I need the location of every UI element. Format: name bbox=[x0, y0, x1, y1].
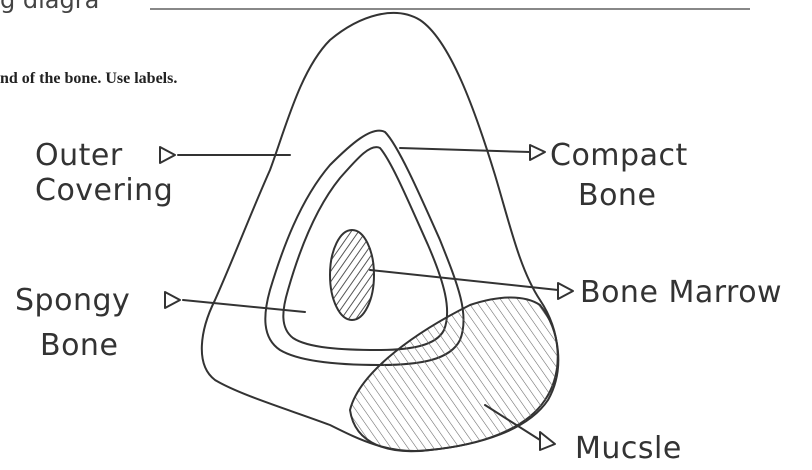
spongy-bone-arrowhead bbox=[165, 292, 180, 308]
muscle-arrowhead bbox=[540, 432, 555, 450]
spongy-bone-pointer-line bbox=[183, 300, 305, 312]
outer-covering-arrowhead bbox=[160, 147, 175, 163]
muscle-label: Mucsle bbox=[575, 431, 682, 466]
outer-covering-label-line2: Covering bbox=[35, 173, 173, 208]
bone-marrow-label: Bone Marrow bbox=[580, 275, 782, 310]
bone-marrow-arrowhead bbox=[558, 283, 573, 299]
bone-marrow-shape bbox=[330, 230, 374, 320]
compact-bone-label-line1: Compact bbox=[550, 138, 688, 173]
compact-bone-label-line2: Bone bbox=[578, 178, 656, 213]
muscle-shape bbox=[350, 298, 558, 452]
compact-bone-pointer-line bbox=[400, 148, 530, 152]
spongy-bone-label-line1: Spongy bbox=[15, 283, 130, 318]
compact-bone-arrowhead bbox=[530, 145, 545, 160]
spongy-bone-label-line2: Bone bbox=[40, 328, 118, 363]
outer-covering-label-line1: Outer bbox=[35, 138, 123, 173]
